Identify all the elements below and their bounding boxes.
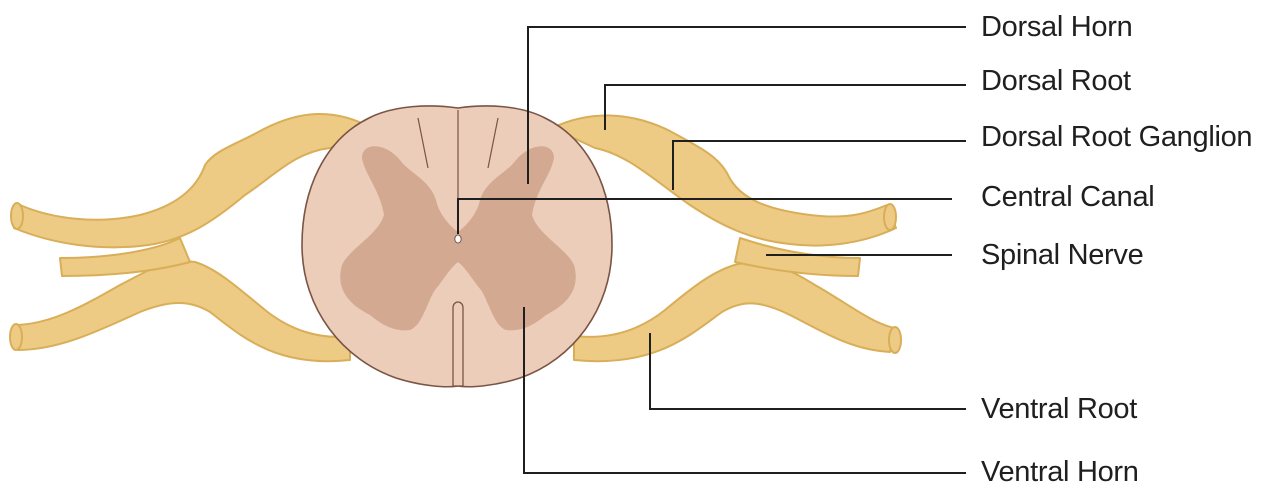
label-ventral-root: Ventral Root [981, 392, 1137, 426]
ventral-median-fissure [453, 302, 463, 386]
central-canal [455, 235, 461, 243]
leader-ventral-root [650, 333, 966, 409]
spinal-cord [302, 106, 612, 387]
leader-dorsal-horn [528, 27, 966, 184]
label-dorsal-root-ganglion: Dorsal Root Ganglion [981, 120, 1252, 154]
left-upper-nerve-end [11, 203, 23, 229]
left-lower-nerve-end [10, 324, 22, 350]
label-central-canal: Central Canal [981, 180, 1154, 214]
label-spinal-nerve: Spinal Nerve [981, 238, 1143, 272]
leader-dorsal-root [605, 85, 966, 130]
right-lower-nerve-end [889, 327, 901, 353]
label-dorsal-root: Dorsal Root [981, 64, 1131, 98]
right-ventral-root [574, 262, 894, 361]
label-dorsal-horn: Dorsal Horn [981, 10, 1132, 44]
right-upper-nerve-end [884, 204, 896, 230]
